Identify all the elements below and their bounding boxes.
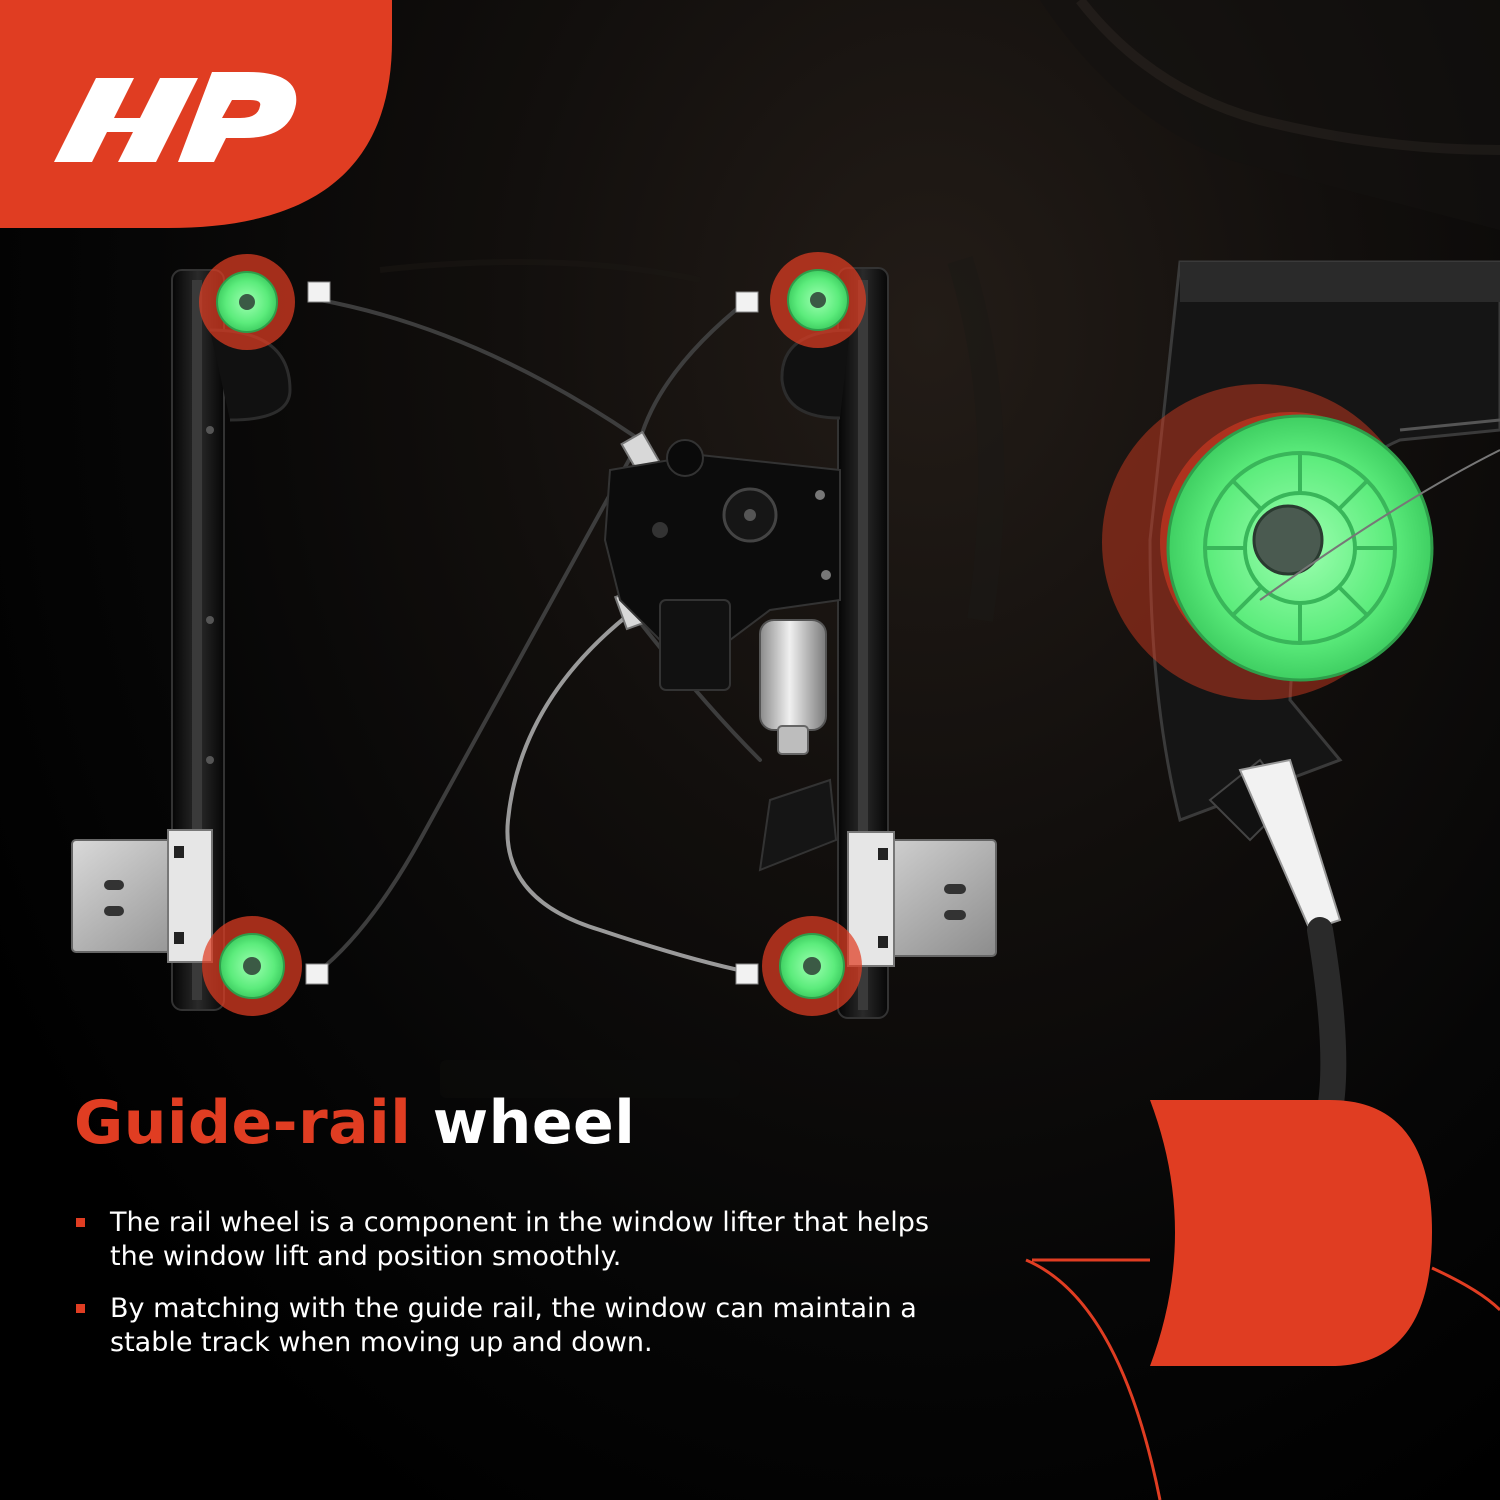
guide-rail-wheel-bottom-left — [202, 916, 302, 1016]
logo-mark — [54, 72, 297, 162]
page-title: Guide-rail wheel — [74, 1090, 635, 1156]
bullet-icon — [76, 1304, 85, 1313]
feature-list: The rail wheel is a component in the win… — [74, 1206, 954, 1378]
list-item-text: The rail wheel is a component in the win… — [110, 1207, 930, 1272]
closeup-cable-end — [1238, 758, 1342, 932]
guide-rail-wheel-top-left — [199, 254, 295, 350]
closeup-wheel-axle — [1252, 504, 1324, 576]
brand-logo — [0, 0, 392, 228]
list-item: The rail wheel is a component in the win… — [74, 1206, 954, 1274]
window-regulator — [71, 252, 997, 1019]
decorative-accent — [1025, 1100, 1500, 1500]
right-mounting-bracket — [847, 831, 997, 967]
regulator-motor — [603, 439, 841, 755]
right-guide-rail — [758, 267, 889, 1019]
left-mounting-bracket — [71, 829, 213, 963]
left-guide-rail — [171, 269, 292, 1011]
wheel-closeup — [1102, 260, 1500, 1123]
bullet-icon — [76, 1218, 85, 1227]
guide-rail-wheel-top-right — [770, 252, 866, 348]
list-item-text: By matching with the guide rail, the win… — [110, 1293, 917, 1358]
background-car-interior — [379, 0, 1500, 1098]
list-item: By matching with the guide rail, the win… — [74, 1292, 954, 1360]
title-text: wheel — [432, 1088, 636, 1158]
guide-rail-wheel-bottom-right — [762, 916, 862, 1016]
title-accent-text: Guide-rail — [74, 1088, 412, 1158]
